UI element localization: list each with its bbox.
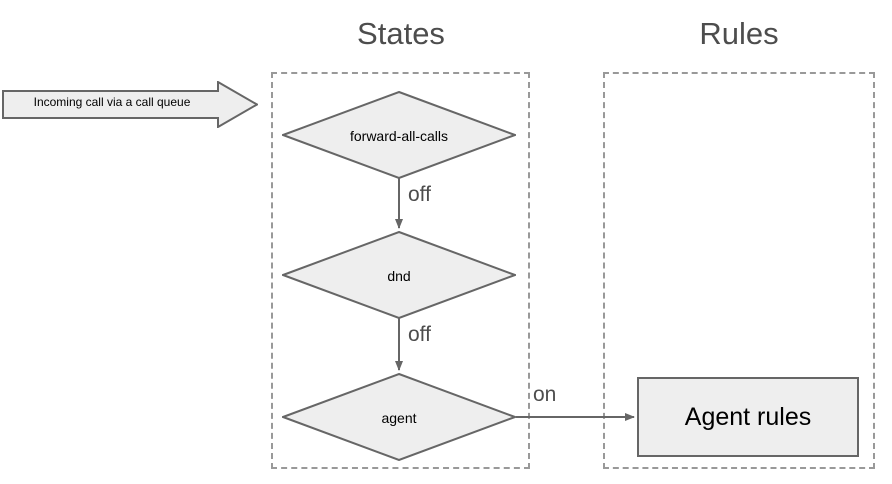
column-title-states: States bbox=[357, 16, 445, 51]
states-group-container bbox=[271, 72, 530, 469]
incoming-call-label: Incoming call via a call queue bbox=[33, 95, 191, 109]
edge-label-agent-to-agent-rules: on bbox=[533, 383, 557, 406]
state-node-agent[interactable] bbox=[282, 373, 516, 461]
rules-group-container bbox=[603, 72, 875, 469]
edge-label-dnd-to-agent: off bbox=[408, 323, 431, 346]
state-label-dnd: dnd bbox=[387, 268, 411, 284]
rule-node-agent-rules[interactable]: Agent rules bbox=[637, 377, 859, 457]
state-label-forward-all-calls: forward-all-calls bbox=[349, 128, 449, 144]
column-title-rules: Rules bbox=[699, 16, 779, 51]
edge-label-forward-to-dnd: off bbox=[408, 183, 431, 206]
incoming-call-arrow-shape bbox=[2, 81, 258, 128]
state-label-agent: agent bbox=[381, 410, 417, 426]
rule-label-agent-rules: Agent rules bbox=[684, 402, 812, 431]
